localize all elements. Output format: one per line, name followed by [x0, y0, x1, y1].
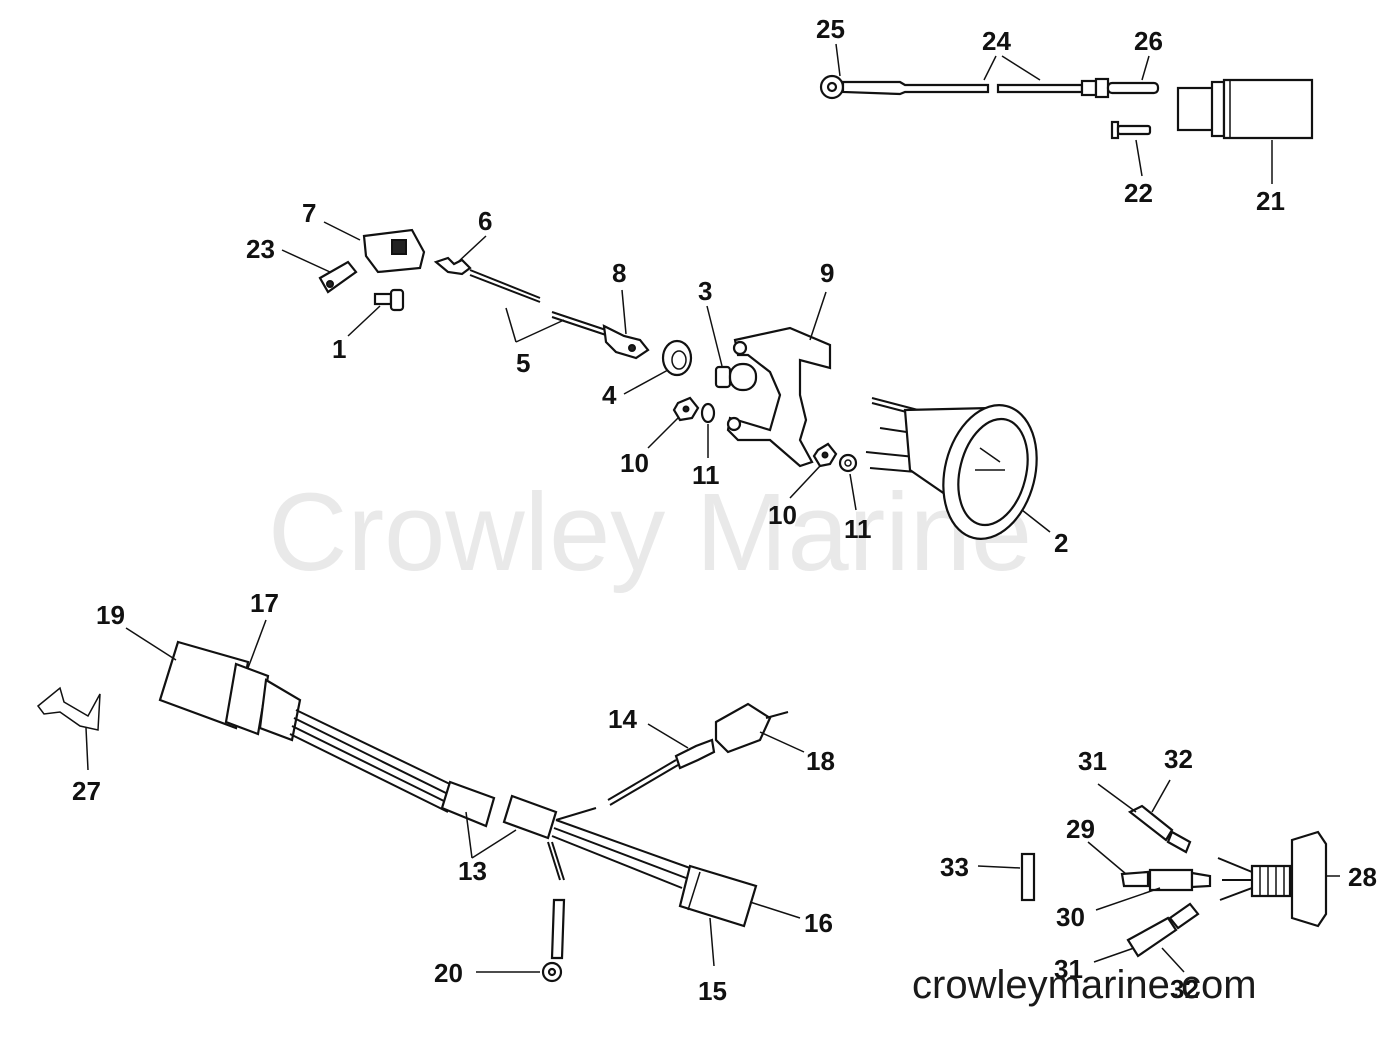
- bullet-part-31-upper: [1127, 804, 1192, 854]
- connector-part-18: [714, 702, 789, 754]
- ring-terminal-part-20: [541, 898, 566, 983]
- callout-28: 28: [1348, 862, 1377, 892]
- terminal-part-6: [433, 256, 472, 276]
- bulb-part-3: [714, 362, 758, 392]
- callout-11-left: 11: [692, 460, 720, 490]
- callout-18: 18: [806, 746, 835, 776]
- clip-part-23: [318, 260, 358, 294]
- callout-17: 17: [250, 588, 279, 618]
- connector-part-15-16: [678, 864, 758, 928]
- bullet-part-31-lower: [1126, 902, 1200, 958]
- callout-33: 33: [940, 852, 969, 882]
- ring-terminal-part-8: [602, 324, 650, 360]
- connector-part-17: [224, 662, 302, 742]
- callout-10-right: 10: [768, 500, 797, 530]
- connector-housing-part-21: [1176, 78, 1314, 140]
- callout-29: 29: [1066, 814, 1095, 844]
- gauge-part-2: [865, 397, 1038, 540]
- callout-31-lower: 31: [1054, 954, 1083, 984]
- ring-terminal-wire-part-25: [819, 74, 990, 100]
- callout-21: 21: [1256, 186, 1285, 216]
- bullet-part-29-30: [1120, 868, 1212, 892]
- socket-part-4: [661, 339, 693, 377]
- wire-part-5: [469, 269, 607, 336]
- pin-part-22: [1110, 120, 1152, 140]
- callout-19: 19: [96, 600, 125, 630]
- callout-20: 20: [434, 958, 463, 988]
- callout-32-lower: 32: [1170, 974, 1199, 1004]
- callout-8: 8: [612, 258, 626, 288]
- connector-part-7: [362, 228, 426, 274]
- plug-cover-part-19: [158, 640, 250, 730]
- callout-30: 30: [1056, 902, 1085, 932]
- callout-9: 9: [820, 258, 834, 288]
- washer-part-11-left: [700, 402, 716, 424]
- clip-part-27: [36, 686, 101, 731]
- sleeve-part-13: [440, 780, 558, 840]
- harness-wires-lower: [547, 807, 691, 889]
- callout-1: 1: [332, 334, 346, 364]
- callout-24: 24: [982, 26, 1011, 56]
- callout-2: 2: [1054, 528, 1068, 558]
- callout-26: 26: [1134, 26, 1163, 56]
- leader-lines: [85, 43, 1340, 973]
- callout-7: 7: [302, 198, 316, 228]
- harness-wires: [289, 709, 455, 813]
- callout-23: 23: [246, 234, 275, 264]
- callout-6: 6: [478, 206, 492, 236]
- callout-27: 27: [72, 776, 101, 806]
- nut-part-33: [1020, 852, 1036, 902]
- callout-14: 14: [608, 704, 637, 734]
- lock-washer-part-11-right: [838, 453, 858, 473]
- bracket-part-9: [726, 326, 832, 468]
- callout-5: 5: [516, 348, 530, 378]
- nut-part-10-left: [672, 396, 700, 422]
- callout-16: 16: [804, 908, 833, 938]
- callout-3: 3: [698, 276, 712, 306]
- callout-22: 22: [1124, 178, 1153, 208]
- screw-part-1: [373, 288, 405, 312]
- callout-31-upper: 31: [1078, 746, 1107, 776]
- callout-4: 4: [602, 380, 617, 410]
- callout-15: 15: [698, 976, 727, 1006]
- callout-25: 25: [816, 14, 845, 44]
- wire-part-14: [607, 738, 716, 806]
- callout-10-left: 10: [620, 448, 649, 478]
- callout-11-right: 11: [844, 514, 872, 544]
- callout-32-upper: 32: [1164, 744, 1193, 774]
- watermark-text: Crowley Marine: [268, 471, 1032, 594]
- pin-terminal-part-26: [1080, 77, 1160, 99]
- website-url: crowleymarine.com: [912, 963, 1257, 1007]
- callout-13: 13: [458, 856, 487, 886]
- wire-part-24: [996, 83, 1084, 94]
- switch-part-28: [1217, 830, 1328, 928]
- nut-part-10-right: [812, 442, 838, 468]
